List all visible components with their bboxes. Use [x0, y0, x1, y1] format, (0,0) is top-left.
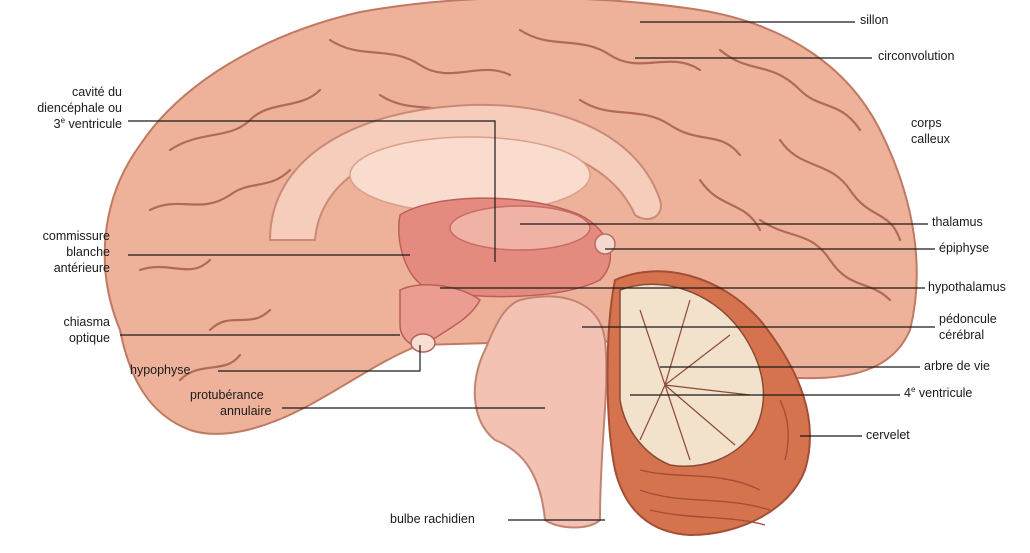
leader-hypophyse	[218, 345, 420, 371]
label-chiasma-line1: chiasma	[0, 314, 110, 330]
label-pedoncule-line2: cérébral	[939, 327, 997, 343]
label-bulbe: bulbe rachidien	[390, 511, 475, 527]
label-corps-calleux-line1: corps	[911, 115, 950, 131]
label-corps-calleux: corps calleux	[911, 115, 950, 147]
label-pedoncule-line1: pédoncule	[939, 311, 997, 327]
label-arbre: arbre de vie	[924, 358, 990, 374]
label-chiasma: chiasma optique	[0, 314, 110, 346]
label-cavite-line3: 3e ventricule	[0, 116, 122, 132]
label-commissure-line2: blanche	[0, 244, 110, 260]
label-cavite-line2: diencéphale ou	[0, 100, 122, 116]
label-cavite-num: 3	[54, 117, 61, 131]
label-corps-calleux-line2: calleux	[911, 131, 950, 147]
label-hypophyse: hypophyse	[130, 362, 190, 378]
label-chiasma-line2: optique	[0, 330, 110, 346]
label-cavite: cavité du diencéphale ou 3e ventricule	[0, 84, 122, 132]
label-protuberance: protubérance annulaire	[190, 387, 271, 419]
label-quatrieme-sup: e	[911, 385, 915, 394]
label-commissure-line1: commissure	[0, 228, 110, 244]
label-circonvolution: circonvolution	[878, 48, 954, 64]
label-epiphyse: épiphyse	[939, 240, 989, 256]
label-cervelet: cervelet	[866, 427, 910, 443]
label-quatrieme-num: 4	[904, 386, 911, 400]
label-quatrieme: 4e ventricule	[904, 385, 972, 401]
label-protuberance-line1: protubérance	[190, 387, 271, 403]
leader-cavite	[128, 121, 495, 262]
label-cavite-word: ventricule	[69, 117, 123, 131]
label-quatrieme-word: ventricule	[919, 386, 973, 400]
label-protuberance-line2: annulaire	[190, 403, 271, 419]
label-thalamus: thalamus	[932, 214, 983, 230]
label-pedoncule: pédoncule cérébral	[939, 311, 997, 343]
label-commissure: commissure blanche antérieure	[0, 228, 110, 276]
label-cavite-line1: cavité du	[0, 84, 122, 100]
label-hypothalamus: hypothalamus	[928, 279, 1006, 295]
label-cavite-sup: e	[61, 116, 65, 125]
label-commissure-line3: antérieure	[0, 260, 110, 276]
label-sillon: sillon	[860, 12, 889, 28]
